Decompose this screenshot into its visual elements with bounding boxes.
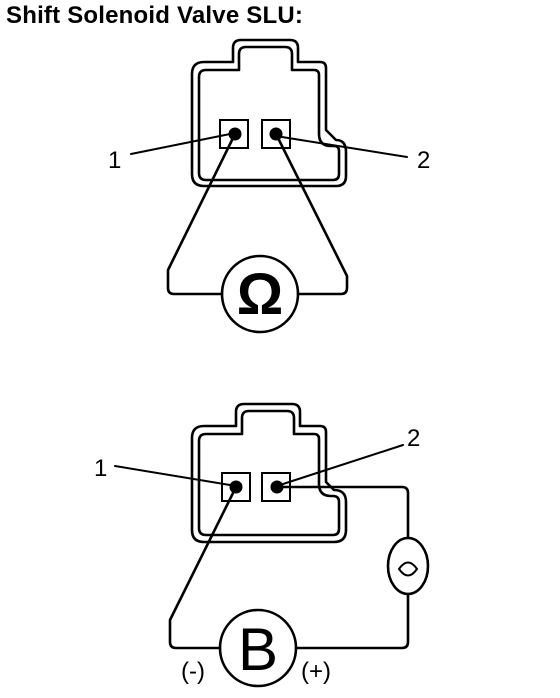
bulb-icon (386, 536, 430, 596)
battery: B (218, 608, 298, 688)
leader-lines-top (130, 133, 408, 158)
terminal-label-1: 1 (108, 147, 121, 174)
page-title: Shift Solenoid Valve SLU: (6, 2, 304, 29)
terminal-label-2: 2 (407, 425, 420, 452)
terminal-label-1: 1 (94, 455, 107, 482)
connector-top (190, 38, 348, 188)
battery-positive-label: (+) (301, 658, 331, 685)
ohmmeter-leads (166, 132, 349, 296)
terminal-label-2: 2 (417, 147, 430, 174)
battery-symbol: B (238, 616, 278, 683)
leader-lines-bottom (114, 444, 404, 486)
battery-negative-label: (-) (181, 658, 205, 685)
connector-bottom (190, 402, 348, 544)
ohm-symbol: Ω (237, 262, 284, 327)
ohmmeter: Ω (220, 254, 300, 334)
battery-leads (168, 485, 410, 650)
